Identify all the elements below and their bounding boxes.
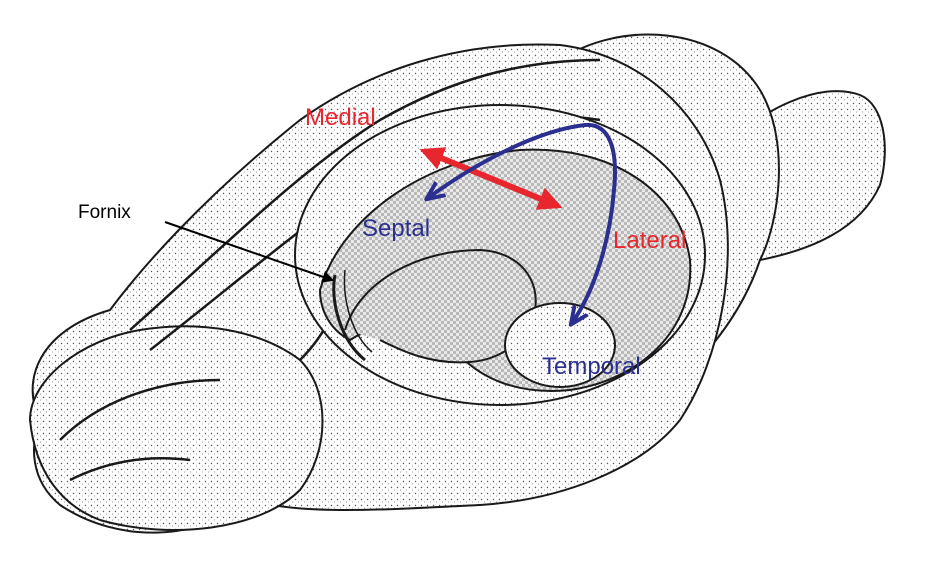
hippocampus-region: [295, 105, 705, 405]
label-temporal: Temporal: [542, 355, 641, 379]
label-septal: Septal: [362, 217, 430, 241]
label-fornix: Fornix: [78, 203, 131, 222]
label-medial: Medial: [305, 106, 376, 130]
label-lateral: Lateral: [613, 229, 686, 253]
